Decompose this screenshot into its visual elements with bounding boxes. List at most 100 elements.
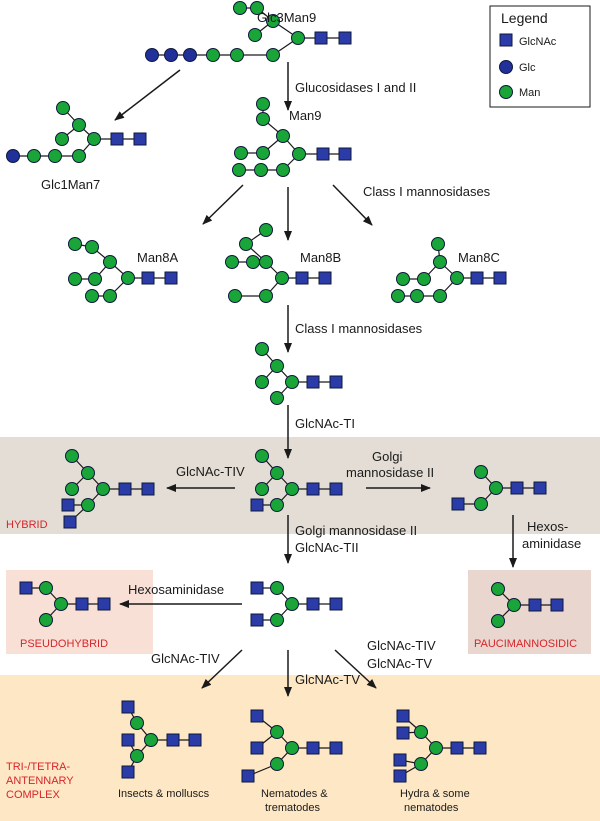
- man-circle-icon: [259, 289, 273, 303]
- glcnac-square-icon: [118, 482, 132, 496]
- enzyme-glucosidases: Glucosidases I and II: [295, 80, 416, 95]
- man-circle-icon: [72, 149, 86, 163]
- man-circle-icon: [239, 237, 253, 251]
- glcnac-square-icon: [329, 375, 343, 389]
- enzyme-glcnac-ti: GlcNAc-TI: [295, 416, 355, 431]
- man-circle-icon: [55, 132, 69, 146]
- label-man9: Man9: [289, 108, 322, 123]
- enzyme-glcnac-tv-mid: GlcNAc-TV: [295, 672, 360, 687]
- glcnac-square-icon: [19, 581, 33, 595]
- man-circle-icon: [450, 271, 464, 285]
- paucimannosidic-box: [468, 570, 591, 654]
- enzyme-golgi-2: Golgi mannosidase II: [295, 523, 417, 538]
- arrow-to-glc1man7: [114, 69, 181, 121]
- glc-circle-icon: [145, 48, 159, 62]
- glcnac-square-icon: [97, 597, 111, 611]
- glycan-glcnacman5: [250, 449, 343, 512]
- glcnac-square-icon: [493, 271, 507, 285]
- glycan-man8a: [68, 237, 178, 303]
- man-circle-icon: [39, 613, 53, 627]
- glycan-man9: [232, 97, 352, 177]
- glcnac-square-icon: [250, 709, 264, 723]
- glycan-nematodes: [241, 709, 343, 783]
- glcnac-square-icon: [306, 597, 320, 611]
- label-man8b: Man8B: [300, 250, 341, 265]
- glcnac-square-icon: [473, 741, 487, 755]
- man-circle-icon: [285, 597, 299, 611]
- man-circle-icon: [56, 101, 70, 115]
- glcnac-square-icon: [329, 597, 343, 611]
- glc-circle-icon: [6, 149, 20, 163]
- man-circle-icon: [489, 481, 503, 495]
- glcnac-square-icon: [329, 482, 343, 496]
- glc-circle-icon: [183, 48, 197, 62]
- glcnac-square-icon: [110, 132, 124, 146]
- hybrid-band: [0, 437, 600, 534]
- glycan-paucimannosidic: [491, 582, 564, 628]
- organism-insects: Insects & molluscs: [118, 788, 210, 800]
- man-circle-icon: [256, 97, 270, 111]
- glycan-hybrid: [61, 449, 155, 529]
- glcnac-square-icon: [250, 613, 264, 627]
- man-circle-icon: [414, 725, 428, 739]
- man-circle-icon: [85, 289, 99, 303]
- man-circle-icon: [48, 149, 62, 163]
- glcnac-square-icon: [295, 271, 309, 285]
- glycan-man5: [255, 342, 343, 405]
- man-circle-icon: [276, 163, 290, 177]
- glcnac-square-icon: [166, 733, 180, 747]
- organism-nematodes-1: Nematodes &: [261, 788, 328, 800]
- man-circle-icon: [417, 272, 431, 286]
- organism-hydra-2: nematodes: [404, 802, 459, 814]
- man-circle-icon: [68, 237, 82, 251]
- enzyme-glcnac-tiv-tv-a: GlcNAc-TIV: [367, 638, 436, 653]
- enzyme-glcnac-tiv-low: GlcNAc-TIV: [151, 651, 220, 666]
- legend-title: Legend: [501, 10, 548, 26]
- man-circle-icon: [270, 498, 284, 512]
- glcnac-square-icon: [61, 498, 75, 512]
- glycan-pseudohybrid: [19, 581, 111, 627]
- glcnac-square-icon: [396, 709, 410, 723]
- arrow-to-man8a: [202, 184, 244, 225]
- glcnac-square-icon: [121, 700, 135, 714]
- enzyme-hexosaminidase: Hexosaminidase: [128, 582, 224, 597]
- category-hybrid: HYBRID: [6, 519, 48, 531]
- glycan-insects: [121, 700, 202, 779]
- man-circle-icon: [54, 597, 68, 611]
- glcnac-square-icon: [250, 498, 264, 512]
- enzyme-class1-b: Class I mannosidases: [295, 321, 423, 336]
- man-circle-icon: [414, 757, 428, 771]
- glycan-man8b: [225, 223, 332, 303]
- man-circle-icon: [474, 465, 488, 479]
- man-circle-icon: [259, 255, 273, 269]
- glcnac-square-icon: [318, 271, 332, 285]
- man-circle-icon: [232, 163, 246, 177]
- man-circle-icon: [429, 741, 443, 755]
- man-circle-icon: [39, 581, 53, 595]
- glcnac-square-icon: [499, 33, 513, 47]
- glcnac-square-icon: [164, 271, 178, 285]
- glcnac-square-icon: [306, 375, 320, 389]
- man-circle-icon: [144, 733, 158, 747]
- category-pseudohybrid: PSEUDOHYBRID: [20, 638, 108, 650]
- man-circle-icon: [285, 482, 299, 496]
- glcnac-square-icon: [550, 598, 564, 612]
- arrow-to-man8c: [332, 184, 373, 226]
- glcnac-square-icon: [393, 769, 407, 783]
- glcnac-square-icon: [470, 271, 484, 285]
- man-circle-icon: [81, 498, 95, 512]
- man-circle-icon: [206, 48, 220, 62]
- man-circle-icon: [270, 466, 284, 480]
- label-man8c: Man8C: [458, 250, 500, 265]
- label-man8a: Man8A: [137, 250, 179, 265]
- man-circle-icon: [499, 85, 513, 99]
- man-circle-icon: [228, 289, 242, 303]
- man-circle-icon: [225, 255, 239, 269]
- glc-circle-icon: [499, 60, 513, 74]
- glcnac-square-icon: [141, 482, 155, 496]
- man-circle-icon: [103, 255, 117, 269]
- glcnac-square-icon: [396, 726, 410, 740]
- man-circle-icon: [230, 48, 244, 62]
- man-circle-icon: [233, 1, 247, 15]
